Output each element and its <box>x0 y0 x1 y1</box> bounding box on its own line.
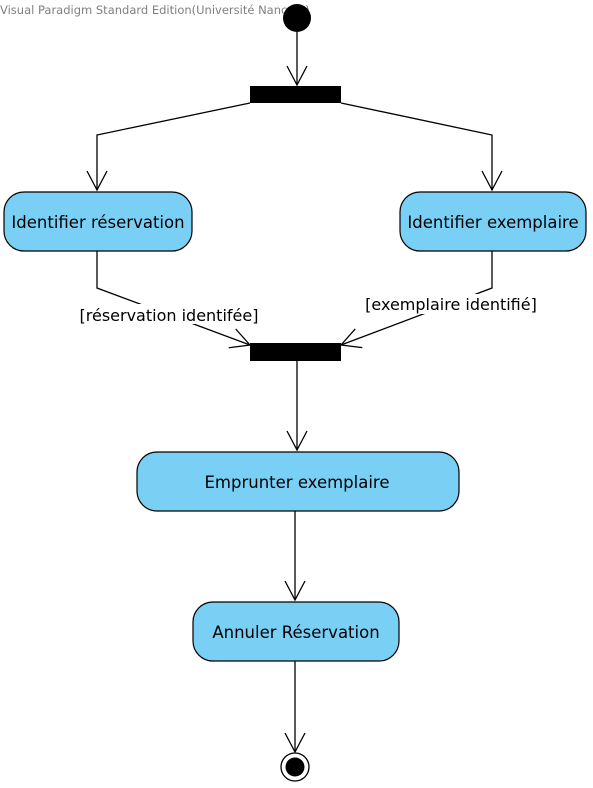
edge-identifier-reservation-to-join <box>96 251 252 349</box>
action-identifier-exemplaire-label: Identifier exemplaire <box>407 213 578 232</box>
action-identifier-exemplaire-box <box>399 191 587 252</box>
initial-node <box>283 4 311 32</box>
action-identifier-reservation-box <box>3 191 193 252</box>
edge-fork-to-identifier-exemplaire <box>340 102 503 192</box>
action-identifier-exemplaire[interactable]: Identifier exemplaire <box>399 191 587 252</box>
action-identifier-reservation[interactable]: Identifier réservation <box>3 191 193 252</box>
guard-reservation-identifiee: [réservation identifée] <box>80 306 259 325</box>
action-emprunter-exemplaire-label: Emprunter exemplaire <box>205 473 390 492</box>
watermark-text: Visual Paradigm Standard Edition(Univers… <box>0 3 310 17</box>
action-emprunter-exemplaire[interactable]: Emprunter exemplaire <box>136 451 460 512</box>
fork-bar <box>250 86 341 103</box>
edge-identifier-exemplaire-to-join <box>339 251 493 349</box>
action-identifier-reservation-label: Identifier réservation <box>11 213 184 232</box>
action-emprunter-exemplaire-box <box>136 451 460 512</box>
guard-exemplaire-bg <box>360 294 542 314</box>
final-node <box>280 752 310 782</box>
edge-fork-to-identifier-reservation <box>86 102 251 192</box>
action-annuler-reservation-box <box>192 601 400 662</box>
guard-reservation-bg <box>76 304 262 324</box>
action-annuler-reservation[interactable]: Annuler Réservation <box>192 601 400 662</box>
join-bar <box>250 343 341 361</box>
final-node-dot <box>285 757 305 777</box>
guard-exemplaire-identifie: [exemplaire identifié] <box>365 295 537 314</box>
action-annuler-reservation-label: Annuler Réservation <box>212 623 379 642</box>
